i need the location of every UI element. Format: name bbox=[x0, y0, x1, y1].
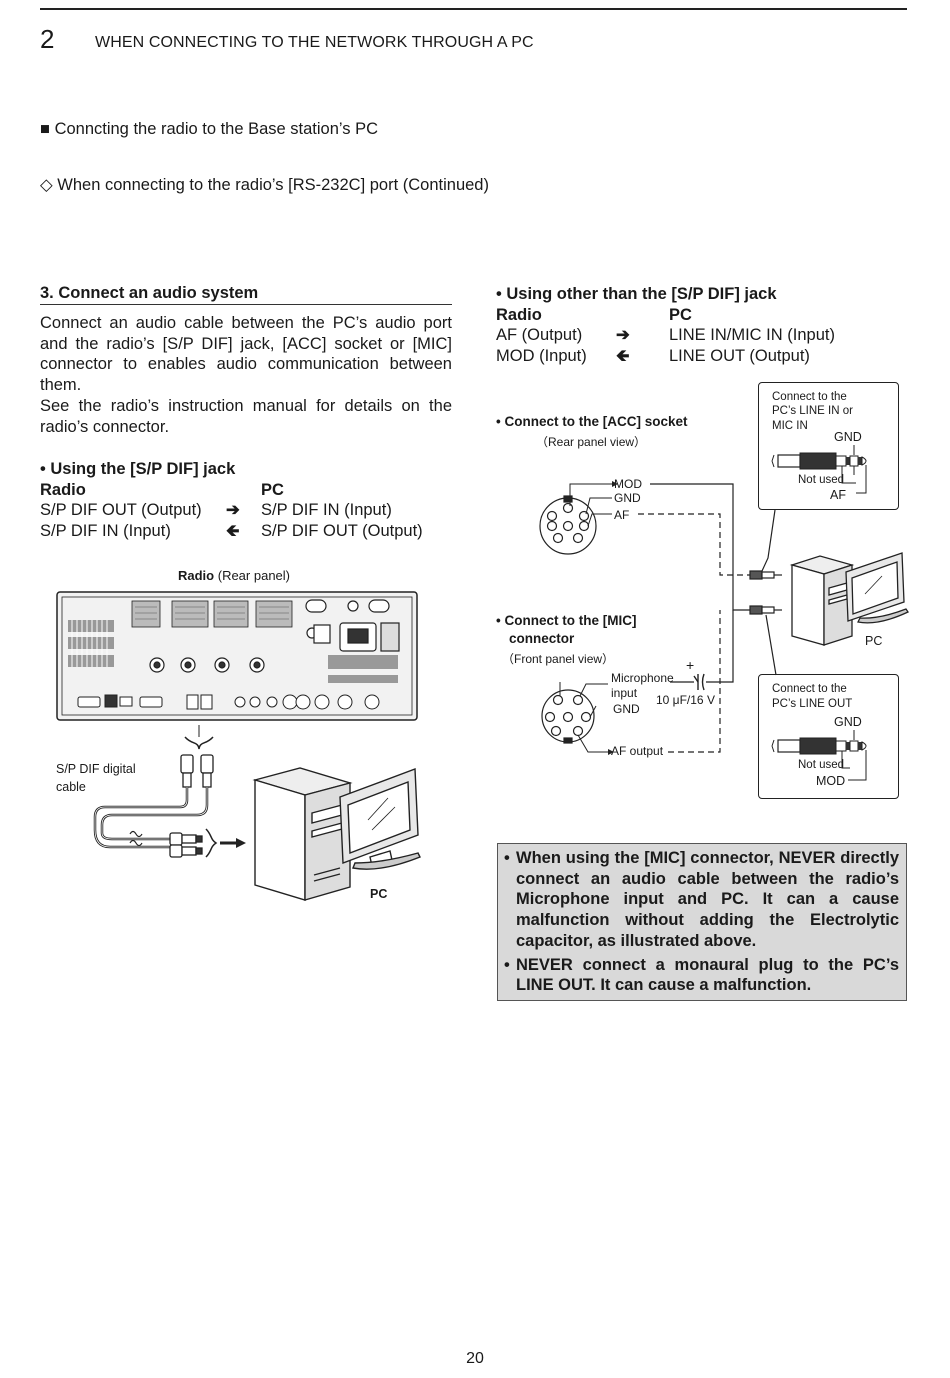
spdif-row-radio: S/P DIF OUT (Output) bbox=[40, 501, 202, 520]
acc-socket-icon bbox=[539, 495, 597, 555]
acc-pin-mod: MOD bbox=[614, 477, 642, 491]
acc-pin-gnd: GND bbox=[614, 491, 641, 505]
box1-gnd: GND bbox=[834, 430, 862, 444]
other-col-pc: PC bbox=[669, 305, 692, 324]
section-title-text: Conncting the radio to the Base station’… bbox=[54, 120, 379, 138]
spdif-row: S/P DIF OUT (Output) ➔ S/P DIF IN (Input… bbox=[40, 500, 460, 521]
radio-rear-panel-image bbox=[56, 591, 418, 721]
box2-line1: Connect to the bbox=[772, 683, 847, 695]
box2-signal: MOD bbox=[816, 774, 846, 788]
box2-line2: PC’s LINE OUT bbox=[772, 698, 853, 710]
pc-monitor-image bbox=[339, 768, 421, 870]
brace-icon bbox=[184, 736, 214, 750]
spdif-row-pc: S/P DIF IN (Input) bbox=[261, 501, 392, 520]
box1-not-used: Not used bbox=[798, 474, 845, 486]
capacitor-plus: + bbox=[686, 657, 695, 673]
acc-pin-af: AF bbox=[614, 508, 630, 522]
subsection-title-text: When connecting to the radio’s [RS-232C]… bbox=[57, 176, 489, 194]
note-text: When using the [MIC] connector, NEVER di… bbox=[516, 849, 899, 950]
right-arrow-icon: ➔ bbox=[616, 326, 630, 345]
line-out-plug-box bbox=[758, 674, 899, 799]
right-arrow-icon: ➔ bbox=[226, 501, 240, 520]
note-bullet: • bbox=[504, 955, 510, 974]
section-title: ■ Conncting the radio to the Base statio… bbox=[40, 120, 378, 139]
box2-plug-icon bbox=[771, 730, 867, 781]
mic-heading-line1: • Connect to the [MIC] bbox=[496, 613, 637, 628]
box1-plug-icon bbox=[771, 445, 867, 494]
capacitor-label: 10 μF/16 V bbox=[656, 693, 715, 707]
spdif-row-radio: S/P DIF IN (Input) bbox=[40, 522, 171, 541]
spdif-col-pc: PC bbox=[261, 480, 284, 499]
step-paragraph-1: Connect an audio cable between the PC’s … bbox=[40, 314, 452, 395]
brace-icon bbox=[205, 828, 218, 858]
box1-line1: Connect to the bbox=[772, 391, 847, 403]
cable-label-line1: S/P DIF digital bbox=[56, 762, 136, 776]
capacitor-icon bbox=[693, 673, 705, 691]
spdif-row-pc: S/P DIF OUT (Output) bbox=[261, 522, 423, 541]
step-paragraph-2: See the radio’s instruction manual for d… bbox=[40, 396, 452, 436]
box1-line2: PC’s LINE IN or bbox=[772, 405, 853, 417]
mic-input-line2: input bbox=[611, 686, 638, 700]
square-bullet-icon: ■ bbox=[40, 120, 50, 138]
spdif-heading: • Using the [S/P DIF] jack bbox=[40, 460, 236, 478]
note-text: NEVER connect a monaural plug to the PC’… bbox=[516, 955, 899, 995]
right-pc-label: PC bbox=[865, 634, 883, 648]
pc-tower-image bbox=[789, 555, 855, 646]
box2-not-used: Not used bbox=[798, 759, 845, 771]
mic-gnd: GND bbox=[613, 702, 640, 716]
mic-view: （Front panel view） bbox=[502, 652, 615, 666]
box1-line3: MIC IN bbox=[772, 420, 808, 432]
spdif-col-radio: Radio bbox=[40, 480, 86, 499]
spdif-plug-icon bbox=[169, 832, 203, 858]
step-title: 3. Connect an audio system bbox=[40, 284, 259, 302]
note-bullet: • bbox=[504, 849, 510, 867]
box2-gnd: GND bbox=[834, 715, 862, 729]
spdif-table: • Using the [S/P DIF] jack Radio PC S/P … bbox=[40, 459, 460, 542]
note-item: • NEVER connect a monaural plug to the P… bbox=[504, 955, 899, 996]
diamond-bullet-icon: ◇ bbox=[40, 176, 53, 194]
line-in-plug-box bbox=[758, 382, 899, 510]
other-row-pc: LINE IN/MIC IN (Input) bbox=[669, 326, 835, 345]
left-pc-label: PC bbox=[370, 887, 388, 901]
subsection-title: ◇ When connecting to the radio’s [RS-232… bbox=[40, 175, 489, 195]
spdif-row: S/P DIF IN (Input) 🡸 S/P DIF OUT (Output… bbox=[40, 521, 460, 542]
other-row-radio: AF (Output) bbox=[496, 326, 583, 345]
note-item: • When using the [MIC] connector, NEVER … bbox=[504, 848, 899, 952]
spdif-connection-illustration bbox=[56, 591, 421, 901]
step-body: Connect an audio cable between the PC’s … bbox=[40, 313, 452, 437]
other-row: AF (Output) ➔ LINE IN/MIC IN (Input) bbox=[496, 325, 907, 346]
warning-note: • When using the [MIC] connector, NEVER … bbox=[497, 843, 907, 1001]
left-arrow-icon: 🡸 bbox=[616, 347, 630, 366]
acc-heading: • Connect to the [ACC] socket bbox=[496, 414, 688, 429]
other-col-radio: Radio bbox=[496, 305, 542, 324]
spdif-plug-icon bbox=[180, 754, 214, 788]
arrow-icon bbox=[236, 838, 246, 848]
pc-tower-image bbox=[252, 767, 353, 901]
chapter-title: WHEN CONNECTING TO THE NETWORK THROUGH A… bbox=[95, 34, 534, 51]
header-rule bbox=[40, 8, 907, 10]
spdif-cable-icon bbox=[93, 787, 209, 849]
acc-view: （Rear panel view） bbox=[536, 435, 647, 449]
other-row-radio: MOD (Input) bbox=[496, 347, 587, 366]
mic-heading-line2: connector bbox=[509, 631, 575, 646]
other-table: • Using other than the [S/P DIF] jack Ra… bbox=[496, 284, 907, 367]
mic-af-output: AF output bbox=[611, 744, 664, 758]
other-row-pc: LINE OUT (Output) bbox=[669, 347, 810, 366]
radio-caption: Radio (Rear panel) bbox=[178, 568, 290, 583]
page-number: 20 bbox=[466, 1350, 484, 1367]
mic-input-line1: Microphone bbox=[611, 671, 674, 685]
cable-label-line2: cable bbox=[56, 780, 86, 794]
other-row: MOD (Input) 🡸 LINE OUT (Output) bbox=[496, 346, 907, 367]
mic-connector-icon bbox=[541, 689, 595, 744]
step-rule bbox=[40, 304, 452, 305]
acc-mic-wiring-diagram bbox=[539, 481, 909, 755]
chapter-number: 2 bbox=[40, 24, 55, 54]
box1-signal: AF bbox=[830, 488, 846, 502]
pc-monitor-image bbox=[845, 552, 909, 624]
stereo-plug-icon bbox=[749, 570, 775, 615]
other-heading: • Using other than the [S/P DIF] jack bbox=[496, 285, 777, 303]
left-arrow-icon: 🡸 bbox=[226, 522, 240, 541]
